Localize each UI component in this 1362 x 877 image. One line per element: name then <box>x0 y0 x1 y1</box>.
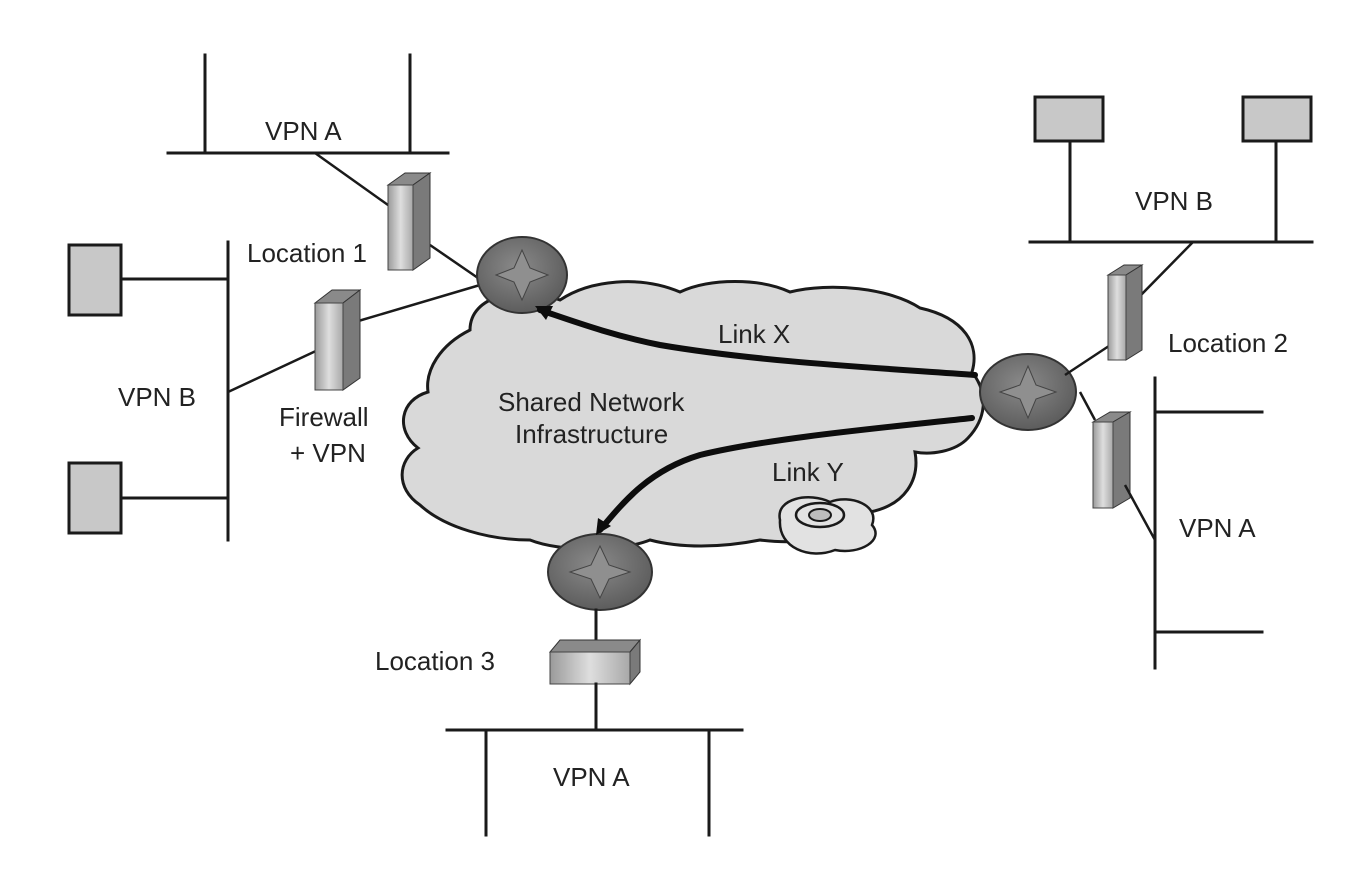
firewall-icon <box>313 288 362 391</box>
vpn-b-right-lan <box>1028 95 1314 297</box>
label-location-2: Location 2 <box>1168 328 1288 358</box>
router-icon <box>547 533 653 611</box>
label-firewall-vpn: + VPN <box>290 438 366 468</box>
connector-line <box>1078 391 1097 421</box>
vpn-b-left-lan <box>67 240 319 542</box>
host-computer <box>1241 95 1313 143</box>
label-location-1: Location 1 <box>247 238 367 268</box>
host-computer <box>1033 95 1105 143</box>
small-cloud-ring <box>794 501 846 529</box>
host-computer <box>67 461 123 535</box>
host-computer <box>67 243 123 317</box>
label-vpn-b-right: VPN B <box>1135 186 1213 216</box>
label-link-x: Link X <box>718 319 790 349</box>
label-location-3: Location 3 <box>375 646 495 676</box>
shared-network-cloud <box>400 280 985 555</box>
label-vpn-a-right: VPN A <box>1179 513 1256 543</box>
label-vpn-a-top: VPN A <box>265 116 342 146</box>
label-shared-network: Shared Network <box>498 387 685 417</box>
vpn-a-bottom-lan <box>445 682 744 837</box>
router-icon <box>476 236 568 314</box>
vpn-a-right-lan <box>1123 376 1264 670</box>
label-vpn-a-bottom: VPN A <box>553 762 630 792</box>
firewall-icon <box>1106 264 1144 361</box>
link-x-arrowhead <box>535 306 553 320</box>
label-vpn-b-left: VPN B <box>118 382 196 412</box>
router-icon <box>979 353 1077 431</box>
small-cloud-core <box>808 508 832 522</box>
label-firewall: Firewall <box>279 402 369 432</box>
connector-line <box>354 283 481 324</box>
firewall-icon <box>1091 411 1132 509</box>
link-y-path <box>597 415 975 533</box>
cloud-shape <box>400 280 985 551</box>
connector-line <box>429 243 479 280</box>
firewall-icon <box>548 638 642 686</box>
vpn-a-top-lan <box>166 53 450 212</box>
link-x-path <box>537 307 978 378</box>
label-link-y: Link Y <box>772 457 844 487</box>
firewall-icon <box>386 172 432 271</box>
link-y-arrowhead <box>596 518 611 535</box>
label-infrastructure: Infrastructure <box>515 419 668 449</box>
